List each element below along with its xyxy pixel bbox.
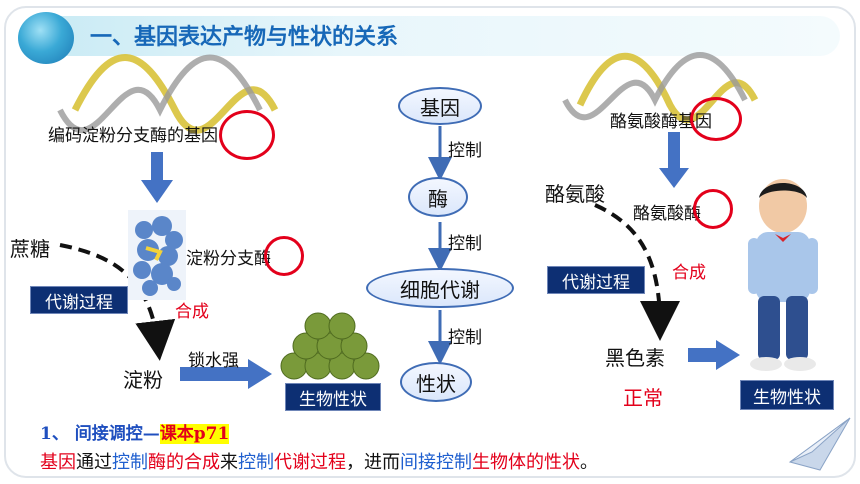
dna-helix-left-icon — [57, 54, 279, 134]
globe-logo-icon — [18, 12, 74, 64]
page-title: 一、基因表达产物与性状的关系 — [90, 25, 399, 50]
center-control-2: 控制 — [448, 234, 482, 254]
right-dashed-path — [594, 203, 680, 341]
right-gene-label: 酪氨酸酶基因 — [610, 112, 712, 132]
peas-image-icon — [274, 300, 386, 384]
center-enzyme-oval: 酶 — [408, 177, 468, 217]
left-down-arrow — [141, 152, 173, 203]
paper-plane-icon — [788, 417, 851, 471]
starch-label: 淀粉 — [123, 368, 163, 392]
right-down-arrow — [659, 132, 689, 188]
dna-helix-right-icon — [562, 52, 759, 124]
textbook-reference: 课本p71 — [159, 424, 230, 444]
summary-sentence: 基因通过控制酶的合成来控制代谢过程，进而间接控制生物体的性状。 — [40, 452, 598, 473]
sucrose-label: 蔗糖 — [10, 237, 50, 261]
left-synthesis-label: 合成 — [175, 302, 209, 322]
note-heading: 1、 间接调控—课本p71 — [40, 419, 230, 444]
protein-structure-icon — [128, 210, 186, 300]
right-right-arrow — [688, 340, 740, 370]
water-lock-label: 锁水强 — [188, 351, 239, 371]
note-number: 1、 — [40, 424, 69, 444]
center-cell-metabolism-oval: 细胞代谢 — [366, 268, 514, 308]
left-metabolism-box: 代谢过程 — [30, 286, 128, 314]
left-gene-label: 编码淀粉分支酶的基因 — [48, 126, 218, 146]
center-trait-oval: 性状 — [400, 362, 472, 402]
right-synthesis-label: 合成 — [672, 263, 706, 283]
center-gene-oval: 基因 — [398, 87, 482, 125]
left-enzyme-circle — [264, 236, 304, 276]
normal-label: 正常 — [623, 386, 663, 410]
center-control-3: 控制 — [448, 328, 482, 348]
tyrosine-label: 酪氨酸 — [545, 182, 605, 206]
right-enzyme-label: 酪氨酸酶 — [633, 204, 701, 224]
title-bar — [20, 16, 840, 56]
right-trait-box: 生物性状 — [740, 380, 834, 410]
note-heading-text: 间接调控— — [74, 424, 160, 444]
right-enzyme-circle — [693, 189, 733, 229]
center-control-1: 控制 — [448, 141, 482, 161]
melanin-label: 黑色素 — [605, 346, 665, 370]
left-right-arrow — [180, 359, 272, 389]
right-gene-circle — [690, 97, 742, 141]
left-gene-circle — [219, 110, 275, 160]
left-trait-box: 生物性状 — [285, 383, 381, 411]
child-photo-icon — [748, 179, 818, 371]
right-metabolism-box: 代谢过程 — [547, 266, 645, 294]
left-enzyme-label: 淀粉分支酶 — [186, 249, 271, 269]
